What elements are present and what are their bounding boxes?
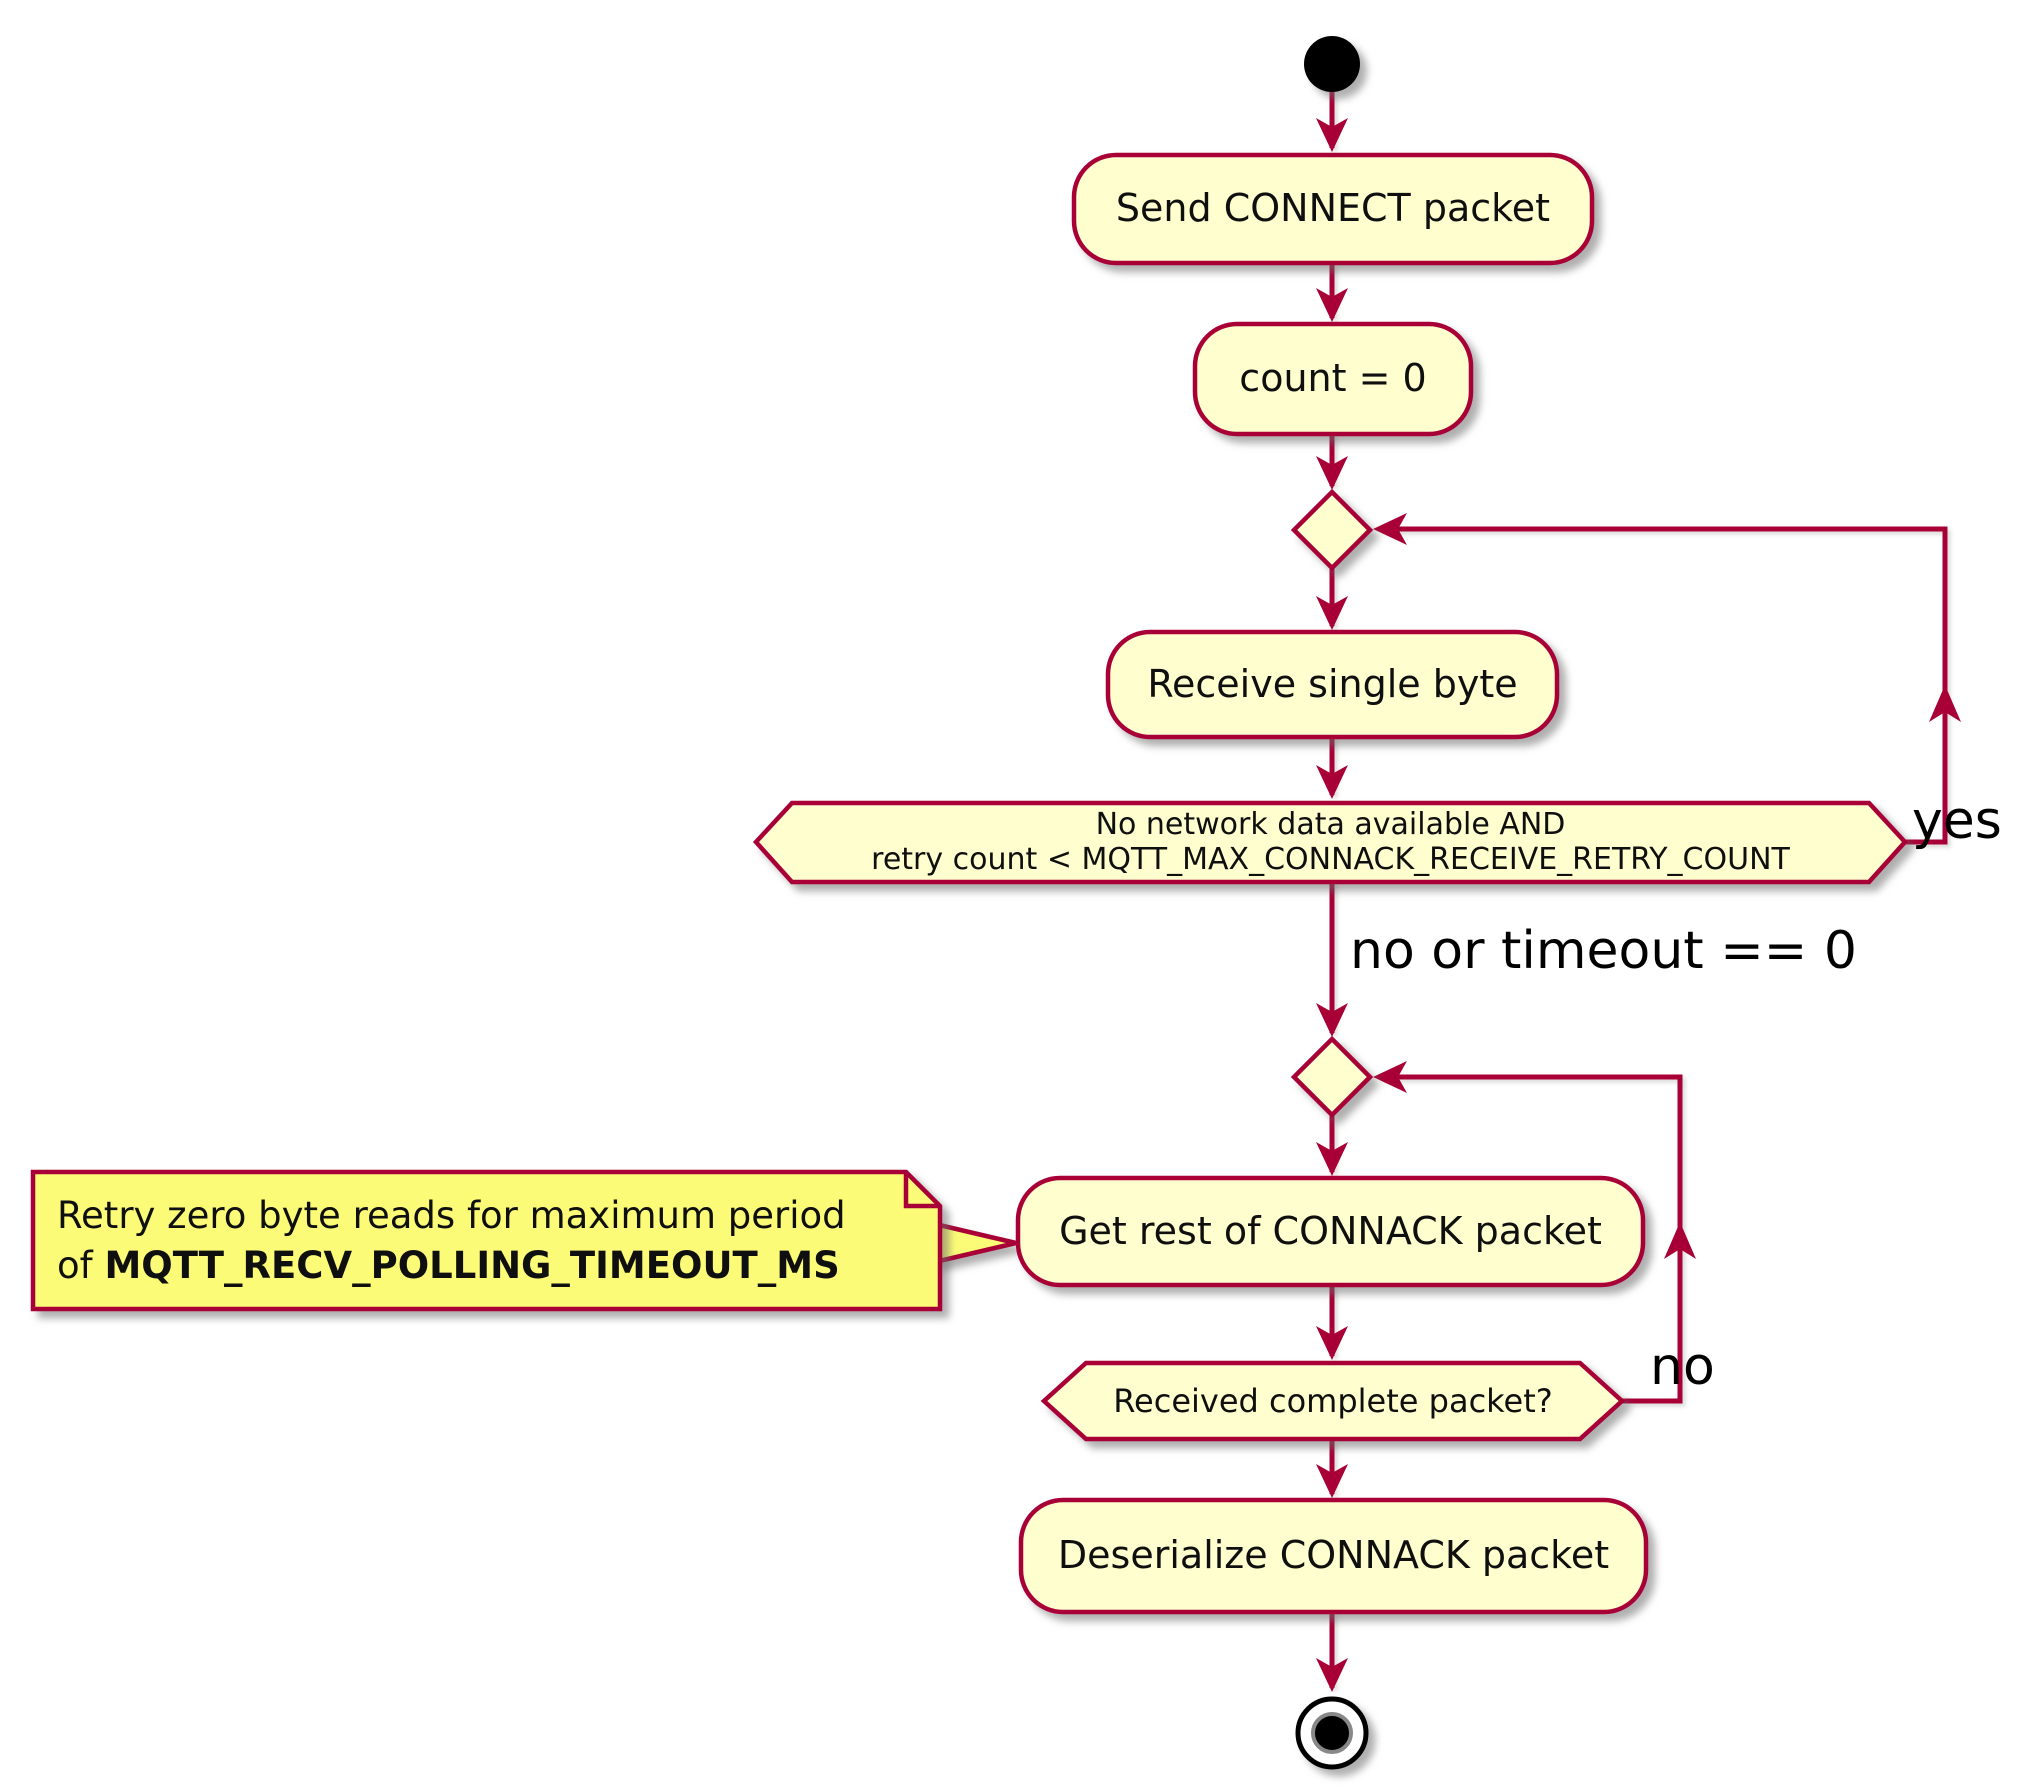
activity-send-connect-label: Send CONNECT packet <box>1115 186 1551 231</box>
activity-count-zero-label: count = 0 <box>1239 356 1427 401</box>
condition-retry-label: No network data available AND retry coun… <box>756 803 1905 882</box>
condition-complete-hexagon <box>1040 1360 1626 1442</box>
arrowhead-into-getrest <box>1316 1142 1348 1176</box>
condition-complete-label: Received complete packet? <box>1113 1381 1553 1420</box>
arrowhead-into-end <box>1316 1658 1348 1692</box>
activity-get-rest-label: Get rest of CONNACK packet <box>1059 1208 1602 1253</box>
note-line2-prefix: of <box>57 1243 105 1287</box>
arrowhead-into-receive <box>1316 596 1348 630</box>
end-node-inner <box>1311 1712 1353 1754</box>
edge-label-no: no <box>1650 1337 1715 1397</box>
arrowhead-into-deserialize <box>1316 1464 1348 1498</box>
condition-retry-line2: retry count < MQTT_MAX_CONNACK_RECEIVE_R… <box>871 841 1790 877</box>
arrowhead-no-into-merge2 <box>1373 1061 1407 1093</box>
note-line1: Retry zero byte reads for maximum period <box>57 1193 846 1237</box>
activity-count-zero <box>1192 321 1474 437</box>
activity-deserialize-label: Deserialize CONNACK packet <box>1057 1533 1610 1578</box>
arrowhead-into-count <box>1316 288 1348 322</box>
note-retry-polling: Retry zero byte reads for maximum period… <box>33 1172 964 1309</box>
note-line2-constant: MQTT_RECV_POLLING_TIMEOUT_MS <box>104 1243 840 1287</box>
start-node <box>1304 36 1360 92</box>
arrowhead-into-merge1 <box>1316 456 1348 490</box>
edge-label-no-or-timeout: no or timeout == 0 <box>1350 921 1857 981</box>
arrowhead-into-condition1 <box>1316 765 1348 799</box>
note-line2: of MQTT_RECV_POLLING_TIMEOUT_MS <box>57 1241 840 1291</box>
arrowhead-no-loop-up <box>1664 1222 1696 1259</box>
activity-get-rest <box>1015 1175 1646 1288</box>
condition-retry-line1: No network data available AND <box>1095 807 1566 842</box>
activity-receive-byte <box>1105 629 1560 740</box>
activity-send-connect <box>1071 152 1595 266</box>
arrowhead-into-send <box>1316 118 1348 152</box>
arrowhead-into-merge2 <box>1316 1003 1348 1037</box>
arrowhead-yes-into-merge1 <box>1373 513 1407 545</box>
arrowhead-yes-loop-up <box>1929 685 1961 722</box>
activity-receive-byte-label: Receive single byte <box>1147 661 1518 706</box>
edge-label-yes: yes <box>1912 791 2002 851</box>
note-fold-corner <box>903 1172 940 1209</box>
activity-deserialize <box>1018 1497 1649 1615</box>
arrowheads <box>1316 118 1961 1692</box>
merge-diamond-1 <box>1290 488 1374 572</box>
note-body <box>30 1169 943 1312</box>
condition-retry-hexagon <box>752 800 1909 885</box>
arrowhead-into-condition2 <box>1316 1326 1348 1360</box>
merge-diamond-2 <box>1290 1035 1374 1119</box>
